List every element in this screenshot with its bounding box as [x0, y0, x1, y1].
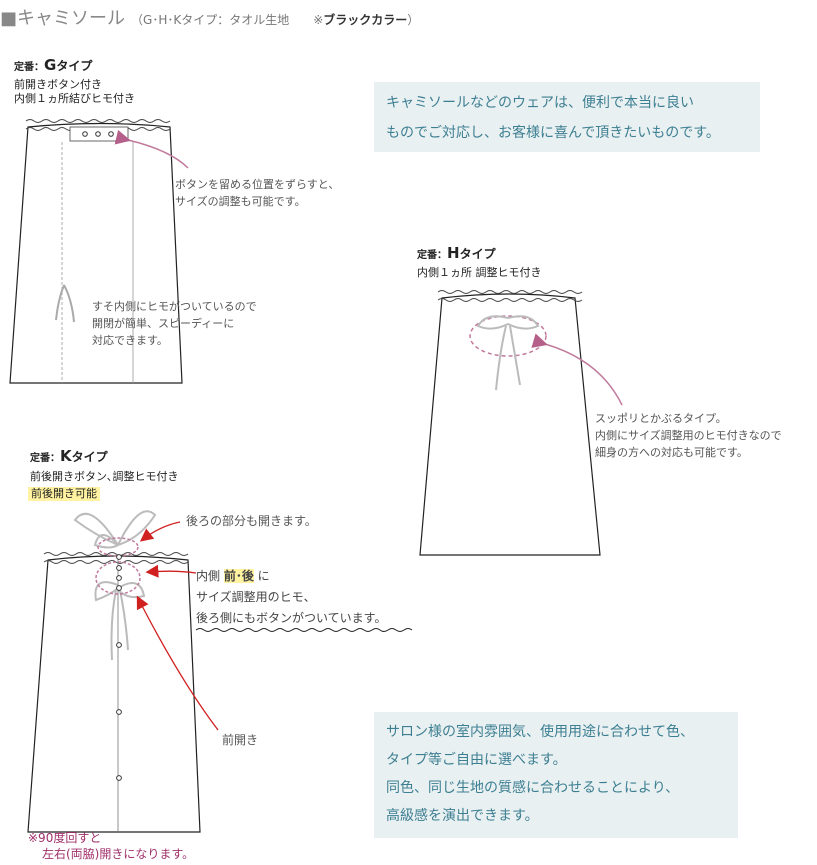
g-type-heading: 定番：Gタイプ [14, 58, 92, 75]
k-inner-prefix: 内側 [196, 569, 224, 583]
k-inner-suffix: に [253, 569, 270, 583]
k-note-inner: 内側 前･後 に サイズ調整用のヒモ、 後ろ側にもボタンがついています。 [196, 566, 386, 629]
g-std-label: 定番： [14, 62, 44, 73]
g-letter: G [44, 56, 57, 74]
subtitle-strong: ブラックカラー [323, 13, 408, 27]
g-note-tie: すそ内側にヒモがついているので 開閉が簡単、スピーディーに 対応できます。 [92, 298, 257, 349]
k-note-rotate-line1: ※90度回すと [28, 831, 102, 845]
k-letter: K [60, 447, 72, 465]
title-subtitle: （G･H･Kタイプ：タオル生地 ※ブラックカラー） [131, 13, 419, 27]
k-inner-highlight: 前･後 [223, 569, 254, 583]
g-note-button: ボタンを留める位置をずらすと、 サイズの調整も可能です。 [175, 176, 339, 210]
info-bottom-line1: サロン様の室内雰囲気、使用用途に合わせて色、 [386, 724, 694, 740]
k-desc1: 前後開きボタン､調整ヒモ付き [30, 470, 179, 483]
k-note-rotate: ※90度回すと 左右(両脇)開きになります。 [28, 830, 194, 862]
g-note-button-line2: サイズの調整も可能です。 [175, 195, 306, 208]
h-desc1: 内側１ヵ所 調整ヒモ付き [417, 266, 542, 279]
h-type-heading: 定番：Hタイプ [417, 246, 496, 263]
title-square-icon: ■ [0, 8, 18, 29]
h-std-label: 定番： [417, 250, 447, 261]
h-note-line3: 細身の方への対応も可能です。 [595, 446, 748, 459]
k-type-word: タイプ [71, 450, 108, 464]
info-top-line2: ものでご対応し、お客様に喜んで頂きたいものです。 [386, 125, 720, 141]
k-desc2: 前後開き可能 [28, 487, 100, 501]
info-top-line1: キャミソールなどのウェアは、便利で本当に良い [386, 95, 694, 111]
g-desc2: 内側１ヵ所結びヒモ付き [14, 92, 135, 105]
info-bottom-line4: 高級感を演出できます。 [386, 808, 539, 824]
k-note-inner-line3: 後ろ側にもボタンがついています。 [196, 611, 387, 625]
k-note-inner-line2: サイズ調整用のヒモ、 [196, 590, 316, 604]
h-note-line2: 内側にサイズ調整用のヒモ付きなので [595, 429, 782, 442]
h-type-garment [419, 290, 623, 556]
info-bottom-line3: 同色、同じ生地の質感に合わせることにより、 [386, 780, 680, 796]
h-letter: H [447, 244, 460, 262]
k-std-label: 定番： [30, 453, 60, 464]
k-type-heading: 定番：Kタイプ [30, 449, 108, 466]
g-note-tie-line2: 開閉が簡単、スピーディーに [92, 317, 235, 330]
subtitle-prefix: （G･H･Kタイプ：タオル生地 ※ [131, 13, 324, 27]
h-type-word: タイプ [459, 247, 496, 261]
g-type-word: タイプ [56, 59, 93, 73]
g-type-garment [9, 119, 189, 384]
k-note-inner-line1: 内側 前･後 に [196, 566, 386, 587]
info-bottom-line2: タイプ等ご自由に選べます。 [386, 752, 567, 768]
h-note-line1: スッポリとかぶるタイプ。 [595, 412, 727, 425]
page-title: ■キャミソール （G･H･Kタイプ：タオル生地 ※ブラックカラー） [0, 4, 419, 30]
info-box-top: キャミソールなどのウェアは、便利で本当に良い ものでご対応し、お客様に喜んで頂き… [374, 82, 760, 152]
title-text: キャミソール [17, 8, 126, 29]
g-note-tie-line1: すそ内側にヒモがついているので [92, 300, 257, 313]
k-note-front: 前開き [222, 733, 259, 747]
info-box-bottom: サロン様の室内雰囲気、使用用途に合わせて色、 タイプ等ご自由に選べます。 同色、… [374, 712, 738, 838]
k-type-garment [27, 510, 413, 833]
g-desc1: 前開きボタン付き [14, 78, 102, 91]
g-note-button-line1: ボタンを留める位置をずらすと、 [175, 178, 340, 191]
subtitle-suffix: ） [407, 13, 420, 27]
g-note-tie-line3: 対応できます。 [92, 334, 168, 347]
k-note-back: 後ろの部分も開きます。 [186, 514, 317, 528]
h-note: スッポリとかぶるタイプ。 内側にサイズ調整用のヒモ付きなので 細身の方への対応も… [595, 410, 782, 461]
k-note-rotate-line2: 左右(両脇)開きになります。 [42, 847, 195, 861]
